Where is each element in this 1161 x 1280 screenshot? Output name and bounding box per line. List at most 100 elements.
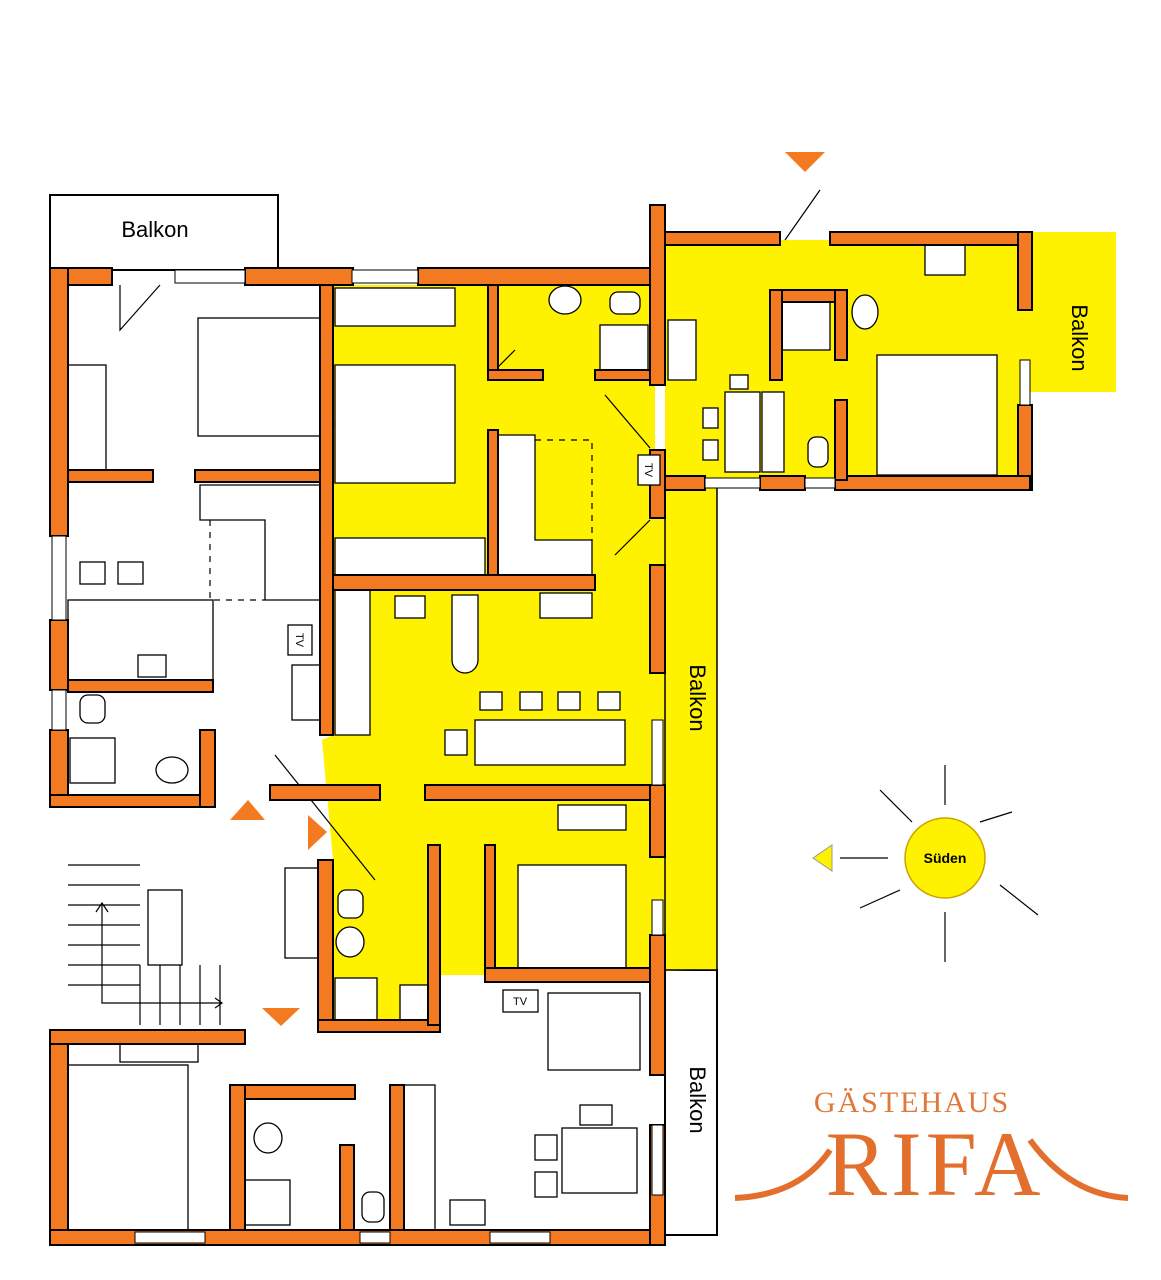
logo: GÄSTEHAUS RIFA — [734, 1086, 1129, 1215]
wall — [317, 859, 334, 1031]
balkon-label-center: Balkon — [685, 664, 710, 731]
wall — [424, 784, 666, 801]
balcony-bottom — [664, 969, 718, 1236]
wall — [649, 784, 666, 858]
wall — [244, 267, 354, 286]
furniture-piece — [394, 595, 426, 619]
furniture-piece — [334, 537, 486, 577]
wall — [594, 369, 651, 381]
furniture-piece — [761, 391, 785, 473]
toilet-basin — [335, 926, 365, 958]
window — [489, 1231, 551, 1244]
entrance-arrow-icon — [785, 152, 825, 172]
furniture-piece — [444, 729, 468, 756]
furniture-piece — [291, 664, 321, 721]
furniture-piece — [337, 889, 364, 919]
wall — [834, 289, 848, 361]
wall — [769, 289, 783, 381]
furniture-piece — [557, 691, 581, 711]
tv-icon — [502, 989, 539, 1013]
furniture-piece — [597, 691, 621, 711]
furniture-piece — [924, 244, 966, 276]
window — [804, 477, 836, 489]
sofa — [199, 484, 321, 601]
furniture-piece — [539, 592, 593, 619]
wall — [194, 469, 321, 483]
wall — [67, 679, 214, 693]
furniture-piece — [67, 1064, 189, 1231]
balkon-label-top-left: Balkon — [121, 217, 188, 242]
wall — [229, 1084, 246, 1231]
tv-icons: TV TV TV — [287, 454, 661, 1013]
furniture-piece — [519, 691, 543, 711]
entrance-arrow-icons — [230, 152, 825, 1026]
furniture-piece — [667, 319, 697, 381]
wall — [1017, 231, 1033, 311]
window — [174, 269, 246, 284]
wall — [649, 564, 666, 674]
logo-line2: RIFA — [826, 1113, 1045, 1215]
logo-line1: GÄSTEHAUS — [814, 1086, 1010, 1119]
toilet-basin — [548, 285, 582, 315]
tv-label: TV — [513, 996, 528, 1008]
furniture-piece — [79, 694, 106, 724]
furniture-piece — [334, 977, 378, 1024]
furniture-piece — [147, 889, 183, 966]
balcony-center — [664, 484, 718, 971]
toilet-basin — [253, 1122, 283, 1154]
furniture-piece — [807, 436, 829, 468]
wall — [269, 784, 381, 801]
window — [651, 719, 664, 786]
sun-compass-icon — [812, 765, 1039, 962]
window — [1019, 359, 1031, 406]
window — [351, 269, 419, 284]
furniture-piece — [557, 804, 627, 831]
furniture-piece — [702, 439, 719, 461]
wall — [759, 475, 806, 491]
window — [651, 899, 664, 936]
furniture-piece — [781, 301, 831, 351]
entrance-arrow-icon — [230, 800, 265, 820]
wall — [664, 475, 706, 491]
furniture-piece — [334, 589, 371, 736]
furniture-piece — [197, 317, 321, 437]
wall — [834, 399, 848, 481]
furniture-piece — [579, 1104, 613, 1126]
wall — [332, 574, 596, 591]
balcony-right-top — [1030, 232, 1116, 392]
door-swings — [119, 189, 821, 881]
tv-icon — [287, 624, 313, 656]
window — [51, 689, 67, 731]
tv-icon — [637, 454, 661, 486]
wall — [664, 231, 781, 246]
furniture-piece — [702, 407, 719, 429]
wall — [49, 267, 69, 537]
furniture-piece — [449, 1199, 486, 1226]
furniture-piece — [876, 354, 998, 476]
furniture-piece — [517, 864, 627, 971]
wall — [319, 284, 334, 736]
furniture-piece — [284, 867, 319, 959]
window — [134, 1231, 206, 1244]
wall — [49, 619, 69, 691]
furniture-piece — [534, 1134, 558, 1161]
balkon-label-right: Balkon — [1067, 304, 1092, 371]
wall — [484, 967, 666, 983]
furniture-piece — [79, 561, 106, 585]
balcony-top-left — [49, 194, 279, 271]
window — [51, 535, 67, 621]
wall — [487, 429, 499, 581]
furniture-piece — [67, 364, 107, 471]
furniture-piece — [474, 719, 626, 766]
wall — [417, 267, 661, 286]
wall — [484, 844, 496, 976]
wall — [67, 469, 154, 483]
furniture-piece — [117, 561, 144, 585]
furniture-piece — [547, 992, 641, 1071]
compass-label: Süden — [924, 850, 967, 866]
furniture-piece — [244, 1179, 291, 1226]
wall — [49, 729, 69, 806]
wall — [317, 1019, 441, 1033]
furniture — [66, 189, 998, 1231]
